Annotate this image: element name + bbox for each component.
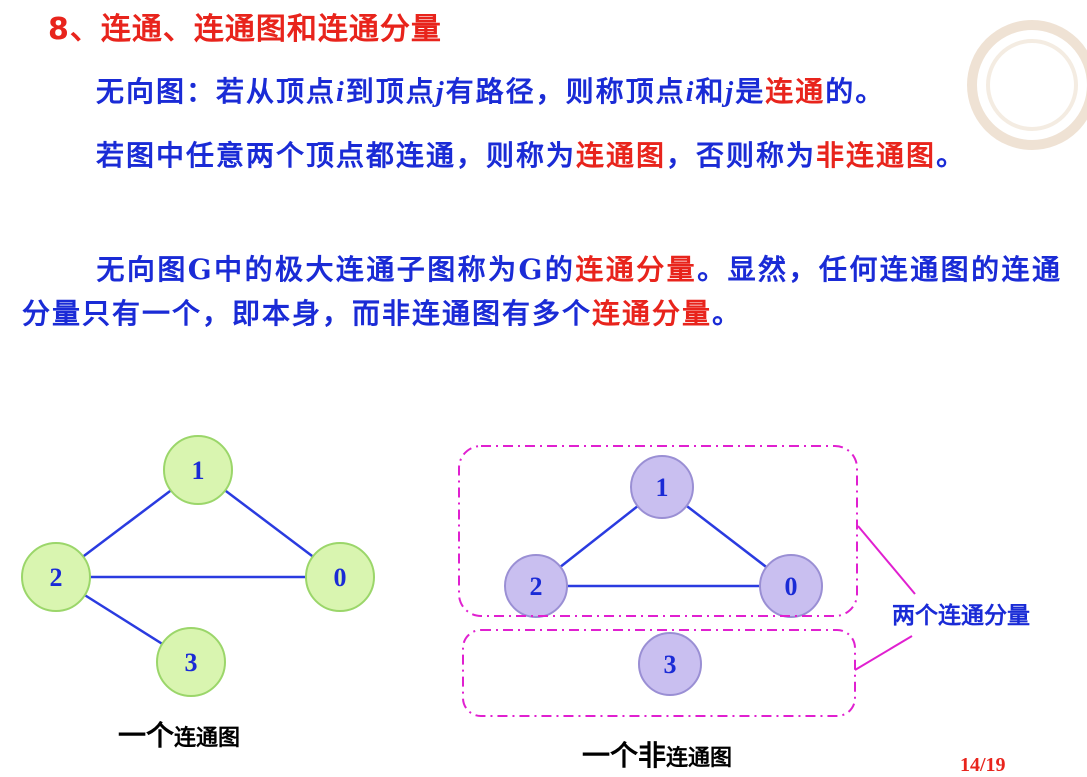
para3-text-1: 无向图G中的极大连通子图称为G的 bbox=[96, 253, 576, 286]
para1-text-4: 和 bbox=[695, 75, 726, 108]
para1-text-1: 无向图：若从顶点 bbox=[96, 75, 337, 108]
component-boxes bbox=[458, 445, 916, 717]
para2-highlight-disconnected-graph: 非连通图 bbox=[816, 139, 937, 172]
para1-text-6: 的。 bbox=[825, 75, 886, 108]
graph1-node-label-2: 2 bbox=[50, 563, 63, 592]
disconnected-graph: 1 2 0 3 bbox=[504, 455, 823, 696]
graph1-node-label-3: 3 bbox=[185, 648, 198, 677]
graph1-node-label-1: 1 bbox=[192, 456, 205, 485]
para1-var-i: i bbox=[336, 77, 346, 108]
graph2-node-label-2: 2 bbox=[530, 572, 543, 601]
graph2-node-0 bbox=[759, 554, 823, 618]
caption1-big: 一个 bbox=[118, 719, 175, 752]
component-count-label: 两个连通分量 bbox=[892, 602, 1030, 629]
para3-highlight-component-2: 连通分量 bbox=[592, 297, 713, 330]
para2-text-2: ，否则称为 bbox=[666, 139, 817, 172]
para1-var-j-2: j bbox=[725, 77, 736, 108]
paragraph-connected-definition: 无向图：若从顶点i到顶点j有路径，则称顶点i和j是连通的。 bbox=[22, 70, 1062, 115]
caption-connected-graph: 一个连通图 bbox=[118, 714, 240, 754]
component-box-1 bbox=[458, 445, 858, 617]
para1-var-j: j bbox=[435, 77, 446, 108]
page-number: 14/19 bbox=[960, 754, 1006, 776]
component-box-2 bbox=[462, 629, 856, 717]
para3-text-2: 。显然，任何连通图的连通分量只有一个，即本身，而非连通图有多个 bbox=[22, 253, 1062, 330]
para1-var-i-2: i bbox=[685, 77, 696, 108]
graph1-node-2 bbox=[21, 542, 91, 612]
graph-diagrams: 1 2 0 3 1 2 0 3 bbox=[21, 435, 916, 717]
para2-text-3: 。 bbox=[936, 139, 967, 172]
paragraph-connected-graph-definition: 若图中任意两个顶点都连通，则称为连通图，否则称为非连通图。 bbox=[22, 134, 1062, 178]
graph1-node-3 bbox=[156, 627, 226, 697]
graph2-node-3 bbox=[638, 632, 702, 696]
para3-text-3: 。 bbox=[712, 297, 743, 330]
para2-text-1: 若图中任意两个顶点都连通，则称为 bbox=[96, 139, 577, 172]
component-pointer-1 bbox=[857, 525, 916, 595]
caption2-small: 连通图 bbox=[666, 745, 733, 771]
graph2-node-label-1: 1 bbox=[656, 473, 669, 502]
caption2-big: 一个非 bbox=[582, 739, 667, 772]
graph2-node-label-3: 3 bbox=[664, 650, 677, 679]
para1-text-3: 有路径，则称顶点 bbox=[445, 75, 686, 108]
para1-highlight-connected: 连通 bbox=[765, 75, 826, 108]
graph1-node-label-0: 0 bbox=[334, 563, 347, 592]
para2-highlight-connected-graph: 连通图 bbox=[576, 139, 667, 172]
paragraph-connected-component-definition: 无向图G中的极大连通子图称为G的连通分量。显然，任何连通图的连通分量只有一个，即… bbox=[22, 248, 1062, 336]
caption1-small: 连通图 bbox=[174, 725, 241, 751]
graph1-node-1 bbox=[163, 435, 233, 505]
slide-title: 8、连通、连通图和连通分量 bbox=[48, 12, 442, 47]
caption-disconnected-graph: 一个非连通图 bbox=[582, 734, 732, 774]
component-pointer-2 bbox=[854, 635, 913, 671]
para1-text-5: 是 bbox=[735, 75, 766, 108]
para3-highlight-component: 连通分量 bbox=[575, 253, 698, 286]
connected-graph: 1 2 0 3 bbox=[21, 435, 375, 697]
graph2-node-1 bbox=[630, 455, 694, 519]
graph1-node-0 bbox=[305, 542, 375, 612]
para1-text-2: 到顶点 bbox=[345, 75, 436, 108]
graph2-node-2 bbox=[504, 554, 568, 618]
graph2-node-label-0: 0 bbox=[785, 572, 798, 601]
